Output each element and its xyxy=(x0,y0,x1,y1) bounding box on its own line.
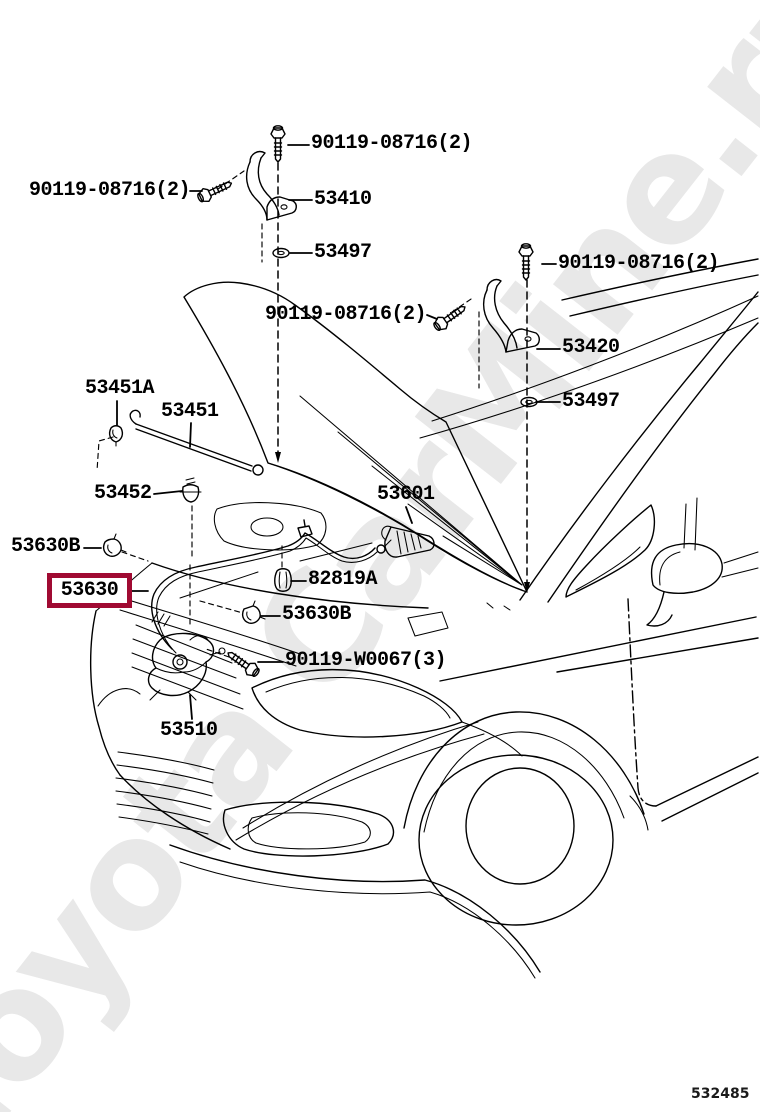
rod-grommet-icon xyxy=(179,477,202,503)
bolt-icon-top-left xyxy=(270,125,286,163)
hood-lock-assembly xyxy=(147,611,226,701)
part-label-53410[interactable]: 53410 xyxy=(314,188,372,211)
part-label-53510[interactable]: 53510 xyxy=(160,719,218,742)
bolt-icon-lock xyxy=(223,646,263,681)
hood-hinge-left xyxy=(245,150,297,263)
hood-hinge-right xyxy=(478,278,540,389)
part-label-53420[interactable]: 53420 xyxy=(562,336,620,359)
hood-release-cable xyxy=(151,519,378,654)
part-label-82819A[interactable]: 82819A xyxy=(308,568,378,591)
part-label-90119-W0067[interactable]: 90119-W0067(3) xyxy=(285,649,447,672)
part-label-53497-right[interactable]: 53497 xyxy=(562,390,620,413)
cable-clip-right-icon xyxy=(241,600,266,624)
cable-clip-left-icon xyxy=(102,533,127,557)
bolt-icon-center xyxy=(430,300,470,335)
car-body xyxy=(151,258,759,822)
front-wheel xyxy=(403,711,649,926)
side-mirror xyxy=(646,543,723,627)
part-label-53451[interactable]: 53451 xyxy=(161,400,219,423)
part-label-53630: 53630 xyxy=(60,579,119,602)
front-bumper xyxy=(89,562,541,979)
part-label-90119-08716-left[interactable]: 90119-08716(2) xyxy=(29,179,191,202)
assembly-dashed-lines xyxy=(96,162,530,658)
bolt-icon-top-right xyxy=(518,243,534,281)
part-label-53497-left[interactable]: 53497 xyxy=(314,241,372,264)
headlight xyxy=(251,668,523,757)
part-label-53601[interactable]: 53601 xyxy=(377,483,435,506)
highlighted-part-53630[interactable]: 53630 xyxy=(47,573,132,608)
diagram-code: 532485 xyxy=(691,1086,750,1102)
part-label-90119-08716-center[interactable]: 90119-08716(2) xyxy=(265,303,427,326)
rod-clip-icon xyxy=(108,425,124,447)
part-label-53452[interactable]: 53452 xyxy=(94,482,152,505)
part-label-53451A[interactable]: 53451A xyxy=(85,377,155,400)
hood-support-rod xyxy=(129,409,264,476)
release-handle-icon xyxy=(376,525,435,558)
part-label-90119-08716-top[interactable]: 90119-08716(2) xyxy=(311,132,473,155)
part-label-53630B-left[interactable]: 53630B xyxy=(11,535,81,558)
fog-lamp xyxy=(222,801,395,857)
washer-icon-left xyxy=(272,247,290,259)
part-label-53630B-right[interactable]: 53630B xyxy=(282,603,352,626)
part-label-90119-08716-right[interactable]: 90119-08716(2) xyxy=(558,252,720,275)
label-leader-lines xyxy=(83,144,561,720)
cable-grommet-icon xyxy=(274,568,292,592)
